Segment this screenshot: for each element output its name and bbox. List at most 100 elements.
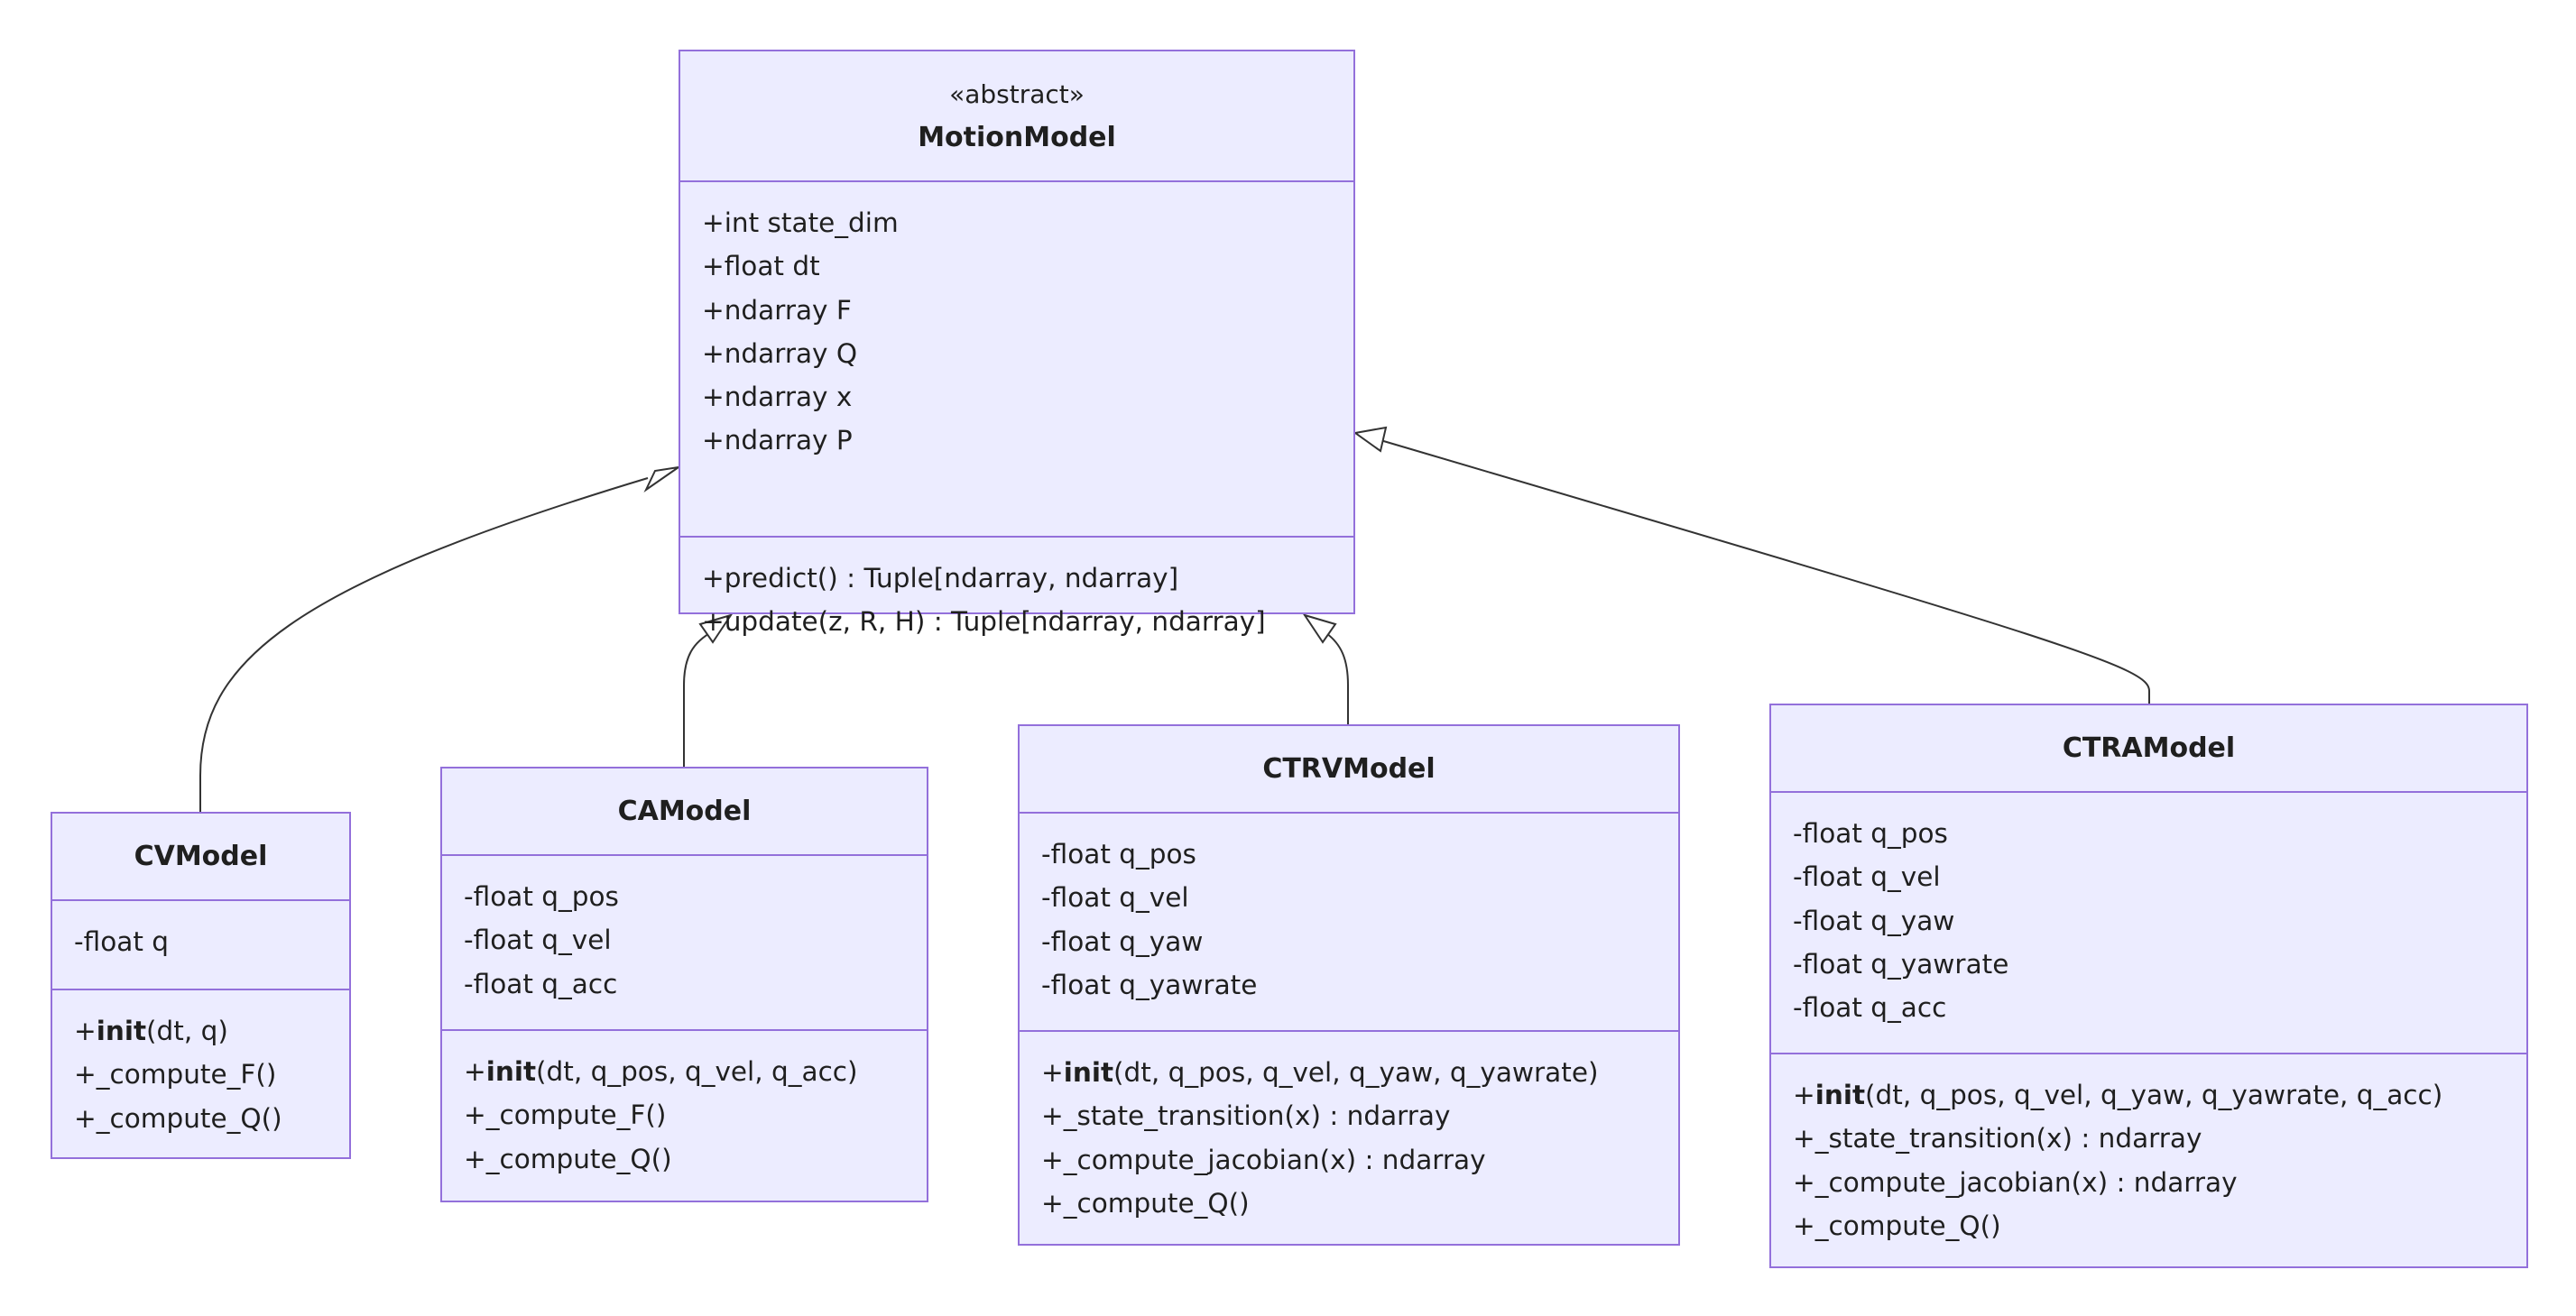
method-visibility: + (464, 1100, 486, 1131)
method-visibility: + (1041, 1187, 1064, 1219)
method-visibility: + (464, 1056, 486, 1087)
attribute: +ndarray x (702, 382, 853, 413)
attribute: -float q_vel (1041, 882, 1189, 914)
method: +_compute_F() (464, 1093, 927, 1137)
method-signature: _compute_Q() (1063, 1187, 1250, 1219)
method: +_compute_jacobian(x) : ndarray (1041, 1138, 1678, 1182)
method-name: init (1814, 1080, 1866, 1110)
method: +_compute_Q() (1793, 1204, 2526, 1247)
method-visibility: + (702, 606, 725, 638)
class-ctramodel[interactable]: CTRAModel -float q_pos -float q_vel -flo… (1769, 704, 2528, 1268)
method-name: init (96, 1016, 147, 1046)
class-header: CTRVModel (1020, 726, 1678, 814)
method-visibility: + (1793, 1123, 1815, 1155)
class-methods: +init(dt, q_pos, q_vel, q_yaw, q_yawrate… (1771, 1053, 2526, 1247)
method-visibility: + (464, 1143, 486, 1174)
class-methods: +init(dt, q_pos, q_vel, q_yaw, q_yawrate… (1020, 1030, 1678, 1225)
class-ctrvmodel[interactable]: CTRVModel -float q_pos -float q_vel -flo… (1018, 724, 1680, 1246)
method-signature: _compute_jacobian(x) : ndarray (1063, 1144, 1486, 1175)
attribute: +int state_dim (702, 207, 899, 238)
attribute: -float q_vel (464, 925, 612, 956)
attribute: -float q_yawrate (1041, 969, 1258, 1000)
method-visibility: + (1041, 1100, 1064, 1132)
attribute: -float q_yawrate (1793, 948, 2009, 980)
method-visibility: + (1793, 1080, 1815, 1110)
class-attributes: -float q_pos -float q_vel -float q_yaw -… (1020, 814, 1678, 1030)
class-name: CVModel (134, 840, 268, 872)
edge-ctrvmodel-to-motionmodel (1325, 632, 1349, 724)
attribute: -float q (74, 926, 170, 957)
class-name: CTRVModel (1262, 752, 1436, 785)
attribute: -float q_yaw (1041, 925, 1204, 957)
class-header: «abstract» MotionModel (680, 51, 1353, 182)
class-name: MotionModel (918, 121, 1116, 153)
attribute: +ndarray Q (702, 337, 858, 369)
edge-ctramodel-to-motionmodel (1380, 439, 2150, 704)
method-visibility: + (74, 1059, 97, 1091)
class-attributes: +int state_dim +float dt +ndarray F +nda… (680, 182, 1353, 536)
attribute: +ndarray P (702, 425, 853, 456)
method-signature: update(z, R, H) : Tuple[ndarray, ndarray… (724, 606, 1266, 638)
method-signature: _compute_Q() (1814, 1210, 2001, 1241)
method: +init(dt, q_pos, q_vel, q_acc) (464, 1050, 927, 1093)
method-signature: _compute_Q() (485, 1143, 672, 1174)
attribute: -float q_yaw (1793, 905, 1955, 936)
class-attributes: -float q (52, 901, 349, 989)
method-signature: _state_transition(x) : ndarray (1814, 1123, 2202, 1155)
attribute: +ndarray F (702, 294, 852, 326)
class-stereotype: «abstract» (949, 78, 1085, 109)
method-name: init (485, 1056, 537, 1087)
class-methods: +predict() : Tuple[ndarray, ndarray] +up… (680, 536, 1353, 644)
class-name: CTRAModel (2062, 732, 2236, 764)
inheritance-arrowhead-camodel (698, 613, 734, 644)
class-header: CTRAModel (1771, 705, 2526, 793)
method-signature: _state_transition(x) : ndarray (1063, 1100, 1451, 1132)
inheritance-arrowhead-ctrvmodel (1302, 613, 1337, 644)
attribute: -float q_pos (1793, 818, 1948, 849)
class-attributes: -float q_pos -float q_vel -float q_yaw -… (1771, 793, 2526, 1053)
edge-cvmodel-to-motionmodel (199, 477, 649, 812)
method-signature: _compute_F() (96, 1059, 277, 1091)
method-visibility: + (1041, 1057, 1064, 1088)
method-signature: _compute_F() (485, 1100, 667, 1131)
class-name: CAModel (617, 795, 752, 827)
method: +init(dt, q) (74, 1009, 349, 1053)
method-visibility: + (1793, 1210, 1815, 1241)
method: +init(dt, q_pos, q_vel, q_yaw, q_yawrate… (1793, 1073, 2526, 1117)
method: +predict() : Tuple[ndarray, ndarray] (702, 557, 1353, 600)
class-header: CVModel (52, 814, 349, 901)
method: +_state_transition(x) : ndarray (1793, 1117, 2526, 1160)
class-header: CAModel (442, 768, 927, 856)
class-motionmodel[interactable]: «abstract» MotionModel +int state_dim +f… (679, 50, 1355, 637)
method: +_compute_F() (74, 1053, 349, 1096)
method: +_compute_Q() (1041, 1182, 1678, 1225)
attribute: -float q_vel (1793, 861, 1941, 893)
class-methods: +init(dt, q) +_compute_F() +_compute_Q() (52, 989, 349, 1140)
method-params: (dt, q_pos, q_vel, q_yaw, q_yawrate, q_a… (1865, 1080, 2443, 1110)
attribute: -float q_pos (1041, 839, 1196, 870)
method-visibility: + (1793, 1166, 1815, 1198)
method-params: (dt, q) (146, 1016, 228, 1046)
class-attributes: -float q_pos -float q_vel -float q_acc (442, 856, 927, 1029)
method-params: (dt, q_pos, q_vel, q_yaw, q_yawrate) (1113, 1057, 1599, 1088)
attribute: +float dt (702, 251, 820, 282)
method: +_compute_jacobian(x) : ndarray (1793, 1161, 2526, 1204)
method-params: (dt, q_pos, q_vel, q_acc) (536, 1056, 858, 1087)
inheritance-arrowhead-ctramodel (1353, 426, 1388, 453)
method-visibility: + (1041, 1144, 1064, 1175)
edge-camodel-to-motionmodel (683, 630, 714, 767)
method: +update(z, R, H) : Tuple[ndarray, ndarra… (702, 600, 1353, 643)
class-cvmodel[interactable]: CVModel -float q +init(dt, q) +_compute_… (51, 812, 351, 1159)
method-visibility: + (74, 1016, 97, 1046)
method-visibility: + (74, 1102, 97, 1134)
method-name: init (1063, 1057, 1114, 1088)
attribute: -float q_acc (1793, 992, 1947, 1024)
method-visibility: + (702, 563, 725, 594)
class-camodel[interactable]: CAModel -float q_pos -float q_vel -float… (440, 767, 928, 1202)
method-signature: predict() : Tuple[ndarray, ndarray] (724, 563, 1179, 594)
method-signature: _compute_jacobian(x) : ndarray (1814, 1166, 2238, 1198)
method: +init(dt, q_pos, q_vel, q_yaw, q_yawrate… (1041, 1051, 1678, 1094)
attribute: -float q_pos (464, 881, 619, 912)
attribute: -float q_acc (464, 968, 618, 999)
